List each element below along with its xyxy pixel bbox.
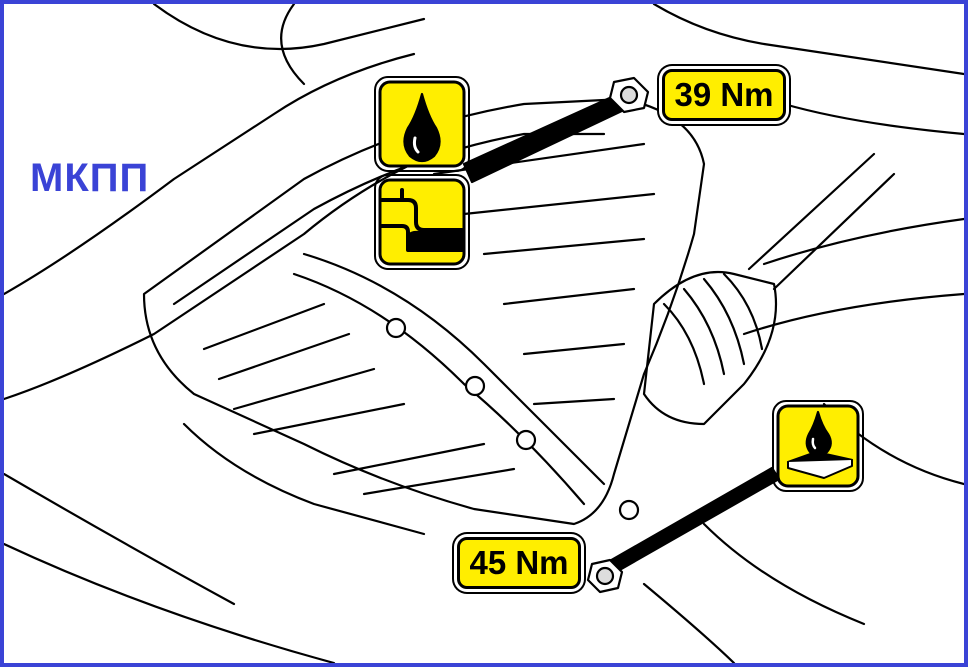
flange-bolts <box>385 317 640 521</box>
gearbox-illustration <box>4 4 964 663</box>
drain-plug-torque-label: 45 Nm <box>457 537 581 589</box>
drain-plug-leader <box>586 466 781 594</box>
filler-plug-torque-label: 39 Nm <box>662 69 786 121</box>
oil-drop-icon <box>374 76 470 172</box>
driveshaft-boot <box>642 152 896 426</box>
oil-drain-icon <box>772 400 864 492</box>
oil-level-icon <box>374 174 470 270</box>
diagram-title: МКПП <box>30 156 150 200</box>
filler-plug-leader <box>462 76 650 184</box>
transmission-housing <box>142 97 706 536</box>
chassis-outline <box>4 4 964 663</box>
